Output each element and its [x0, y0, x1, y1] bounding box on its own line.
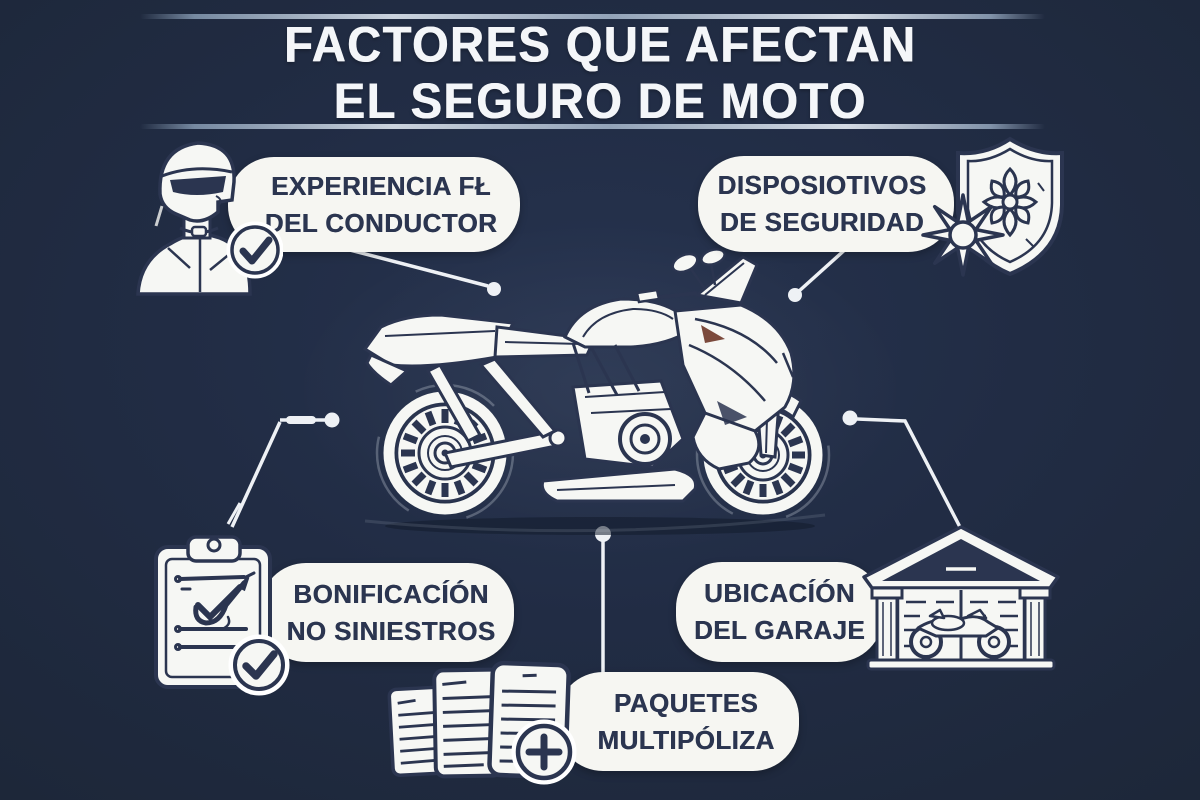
factor-label-line: PAQUETES: [613, 687, 759, 718]
page-title: FACTORES QUE AFECTAN EL SEGURO DE MOTO: [0, 16, 1200, 128]
title-line-2: EL SEGURO DE MOTO: [333, 72, 867, 129]
factor-label-line: EXPERIENCIA FŁ: [271, 170, 491, 201]
factor-label-line: UBICACÍÓN: [704, 578, 855, 608]
motorcycle-illustration: [362, 248, 831, 535]
factor-label-line: DEL CONDUCTOR: [264, 207, 498, 238]
divider-line-bottom: [140, 124, 1045, 129]
factor-label-line: DISPOSIOTIVOS: [717, 170, 927, 200]
garage-motorcycle-icon: [862, 525, 1060, 671]
factor-label-bonificacion-no-siniestros: BONIFICACÍÓN NO SINIESTROS: [260, 563, 514, 662]
factor-label-line: DEL GARAJE: [693, 615, 866, 645]
factor-label-line: BONIFICACÍÓN: [293, 578, 489, 609]
rider-helmet-check-icon: [136, 141, 283, 296]
documents-plus-icon: [387, 660, 577, 785]
factor-label-line: DE SEGURIDAD: [719, 207, 925, 237]
title-line-1: FACTORES QUE AFECTAN: [283, 16, 917, 73]
factor-label-line: MULTIPÓLIZA: [597, 724, 775, 755]
shield-star-icon: [921, 136, 1064, 277]
clipboard-check-icon: [154, 535, 290, 696]
factor-label-dispositivos-de-seguridad: DISPOSIOTIVOS DE SEGURIDAD: [698, 156, 954, 252]
factor-label-ubicacion-del-garaje: UBICACÍÓN DEL GARAJE: [676, 562, 883, 662]
factor-label-paquetes-multipoliza: PAQUETES MULTIPÓLIZA: [557, 672, 799, 771]
factor-label-line: NO SINIESTROS: [286, 615, 496, 646]
divider-line-top: [140, 14, 1045, 19]
